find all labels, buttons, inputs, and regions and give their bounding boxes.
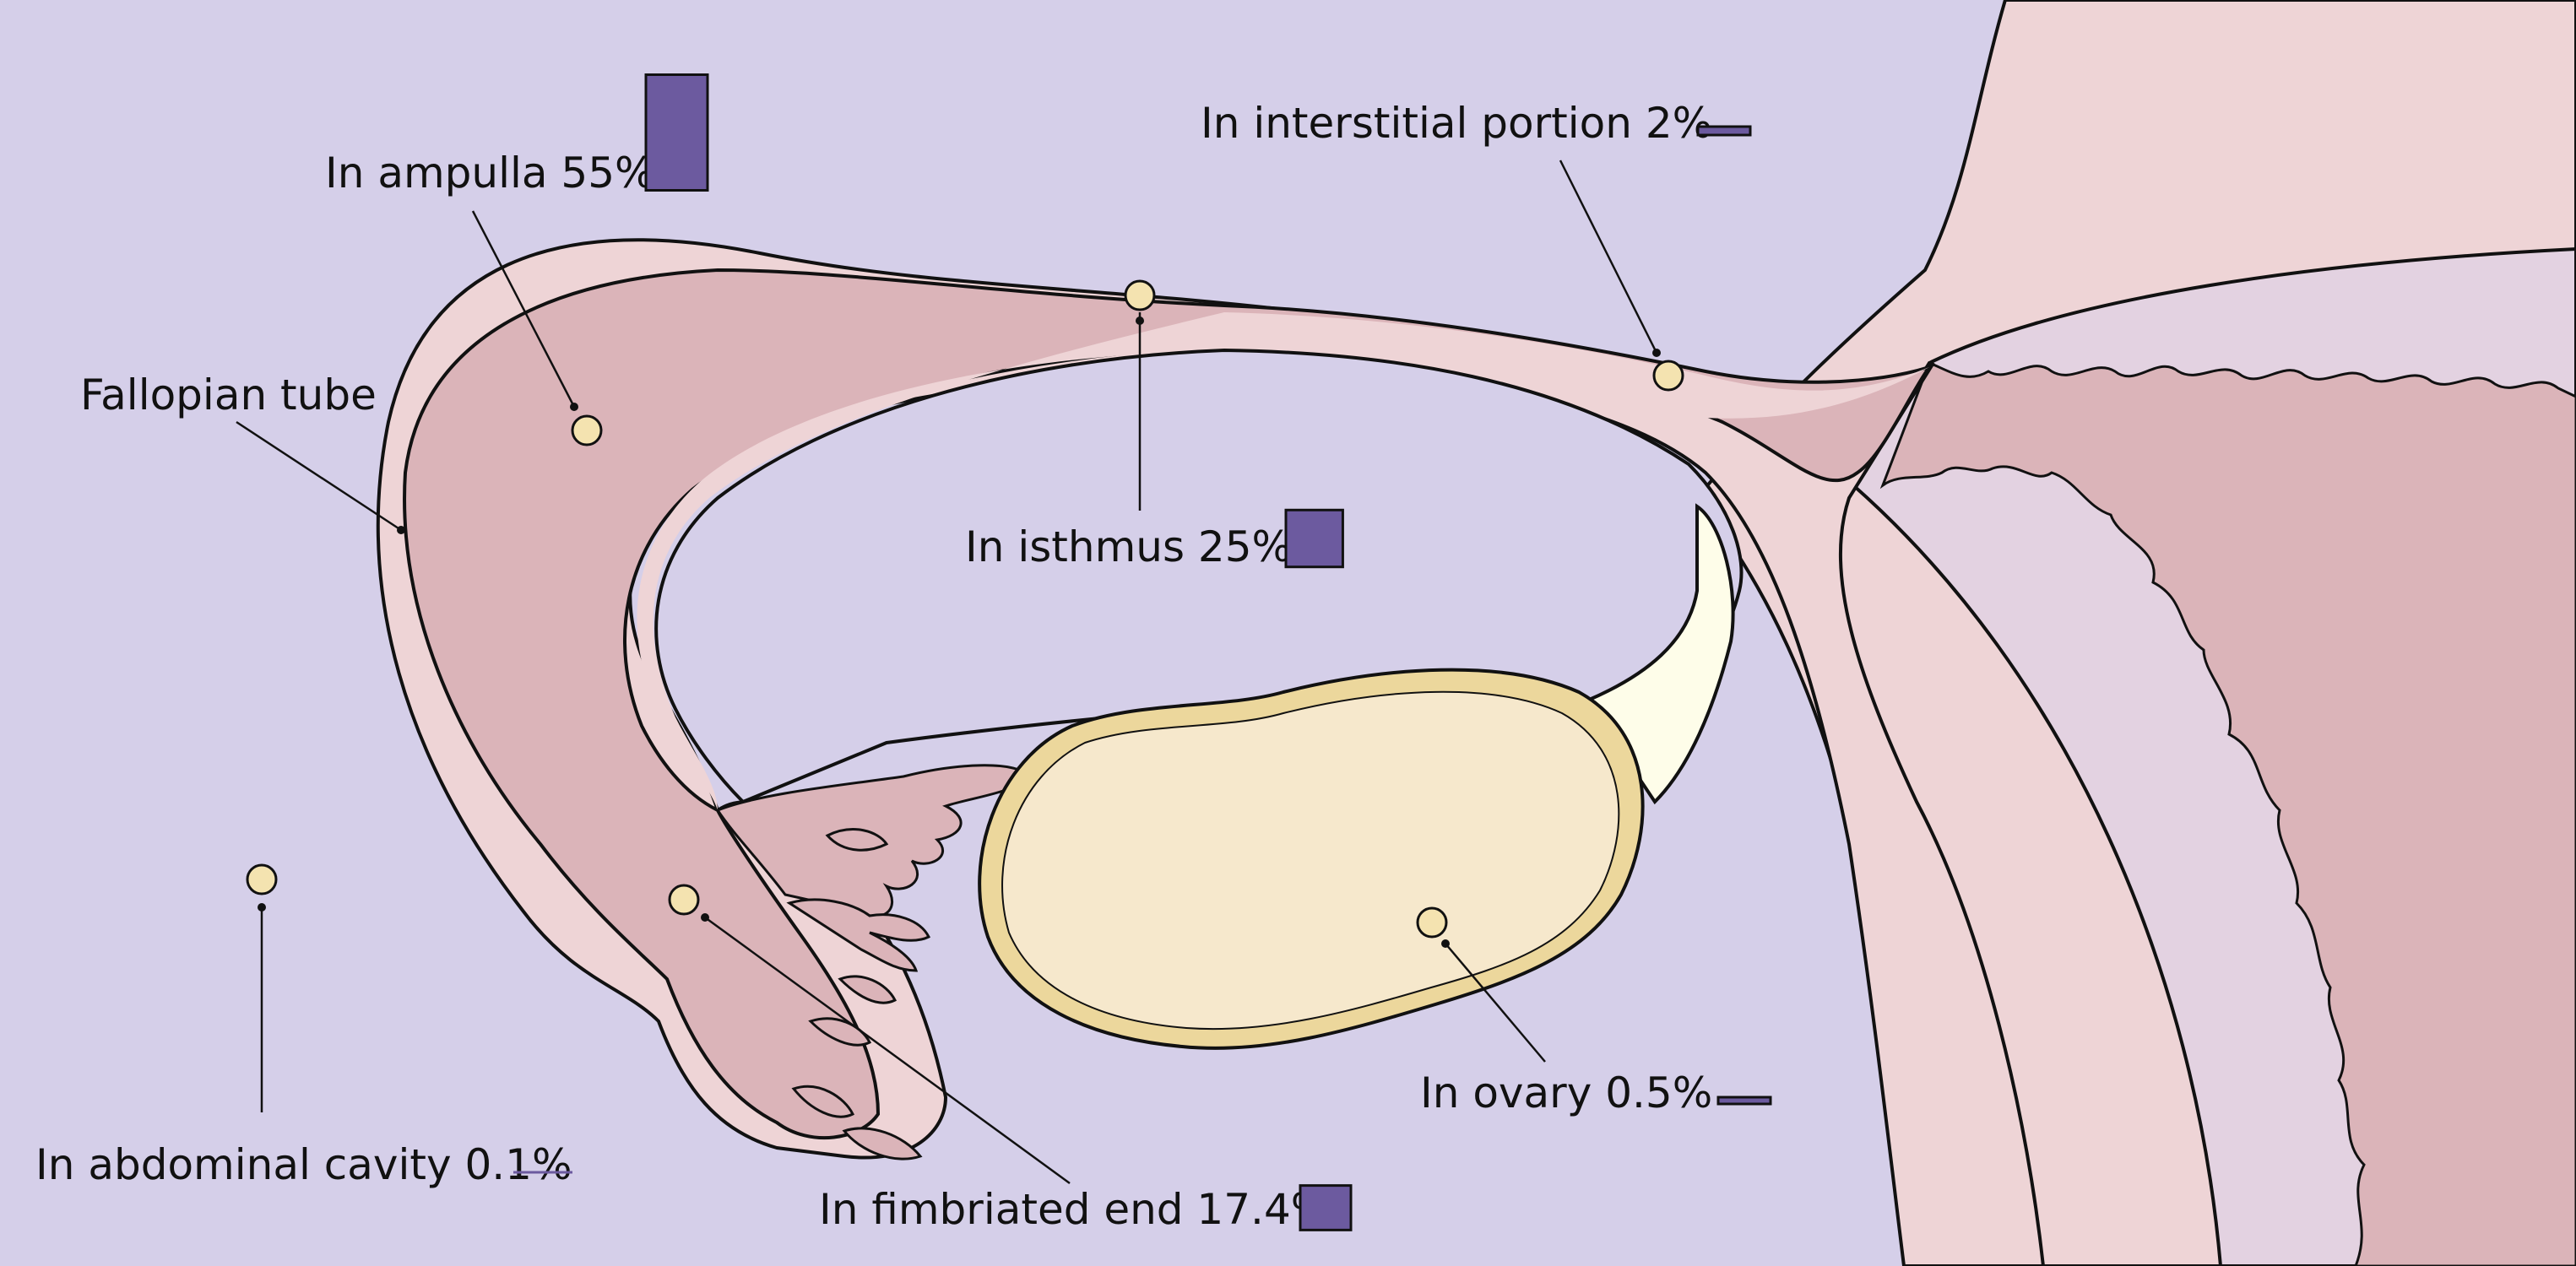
uterine-cavity xyxy=(1879,361,2576,1266)
ovary xyxy=(978,668,1645,1050)
site-isthmus xyxy=(1124,279,1156,311)
label-ampulla: In ampulla 55% xyxy=(325,149,655,197)
bar-in-isthmus xyxy=(1284,508,1344,569)
label-ovary: In ovary 0.5% xyxy=(1420,1069,1712,1117)
fimbriae xyxy=(715,764,1033,1160)
site-interstitial xyxy=(1652,360,1684,392)
bar-in-fimbriated-end xyxy=(1299,1184,1353,1231)
bar-in-interstitial-portion xyxy=(1696,125,1752,137)
site-ampulla xyxy=(571,414,603,446)
label-abdominal: In abdominal cavity 0.1% xyxy=(35,1140,572,1189)
implantation-sites xyxy=(246,279,1684,939)
label-fimbriated: In fimbriated end 17.4% xyxy=(819,1185,1331,1234)
label-interstitial: In interstitial portion 2% xyxy=(1201,99,1712,148)
site-ovary xyxy=(1416,906,1448,939)
bar-in-ampulla xyxy=(644,73,709,192)
site-fimbriated xyxy=(668,884,700,916)
site-abdominal xyxy=(246,863,278,895)
label-fallopian-tube: Fallopian tube xyxy=(80,371,377,419)
leader-lines xyxy=(236,160,1658,1185)
bar-in-ovary xyxy=(1716,1096,1772,1106)
label-isthmus: In isthmus 25% xyxy=(965,522,1292,571)
ovarian-ligament xyxy=(1585,503,1735,805)
leader-dots xyxy=(258,316,1661,948)
percentage-bars xyxy=(513,73,1772,1231)
ovary-inner xyxy=(1001,690,1620,1031)
